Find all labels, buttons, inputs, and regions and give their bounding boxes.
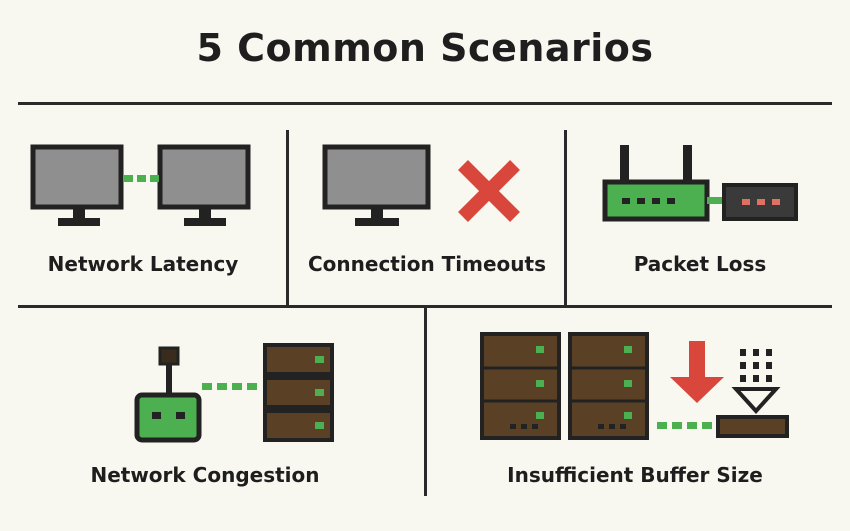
scenario-label-network-congestion: Network Congestion [90,463,320,487]
scenario-label-connection-timeouts: Connection Timeouts [307,252,547,276]
column-divider-3 [424,308,427,496]
column-divider-1 [286,130,289,305]
scenario-label-insufficient-buffer-size: Insufficient Buffer Size [507,463,763,487]
device-to-server-stack-icon [134,343,334,443]
two-monitors-connected-icon [30,144,251,226]
title-divider [18,102,832,105]
router-with-device-icon [602,145,798,222]
scenario-label-packet-loss: Packet Loss [633,252,767,276]
column-divider-2 [564,130,567,305]
scenario-label-network-latency: Network Latency [47,252,239,276]
servers-with-buffer-arrow-icon [480,332,789,440]
page-title: 5 Common Scenarios [196,26,654,70]
row-divider [18,305,832,308]
monitor-with-red-x-icon [322,144,520,226]
